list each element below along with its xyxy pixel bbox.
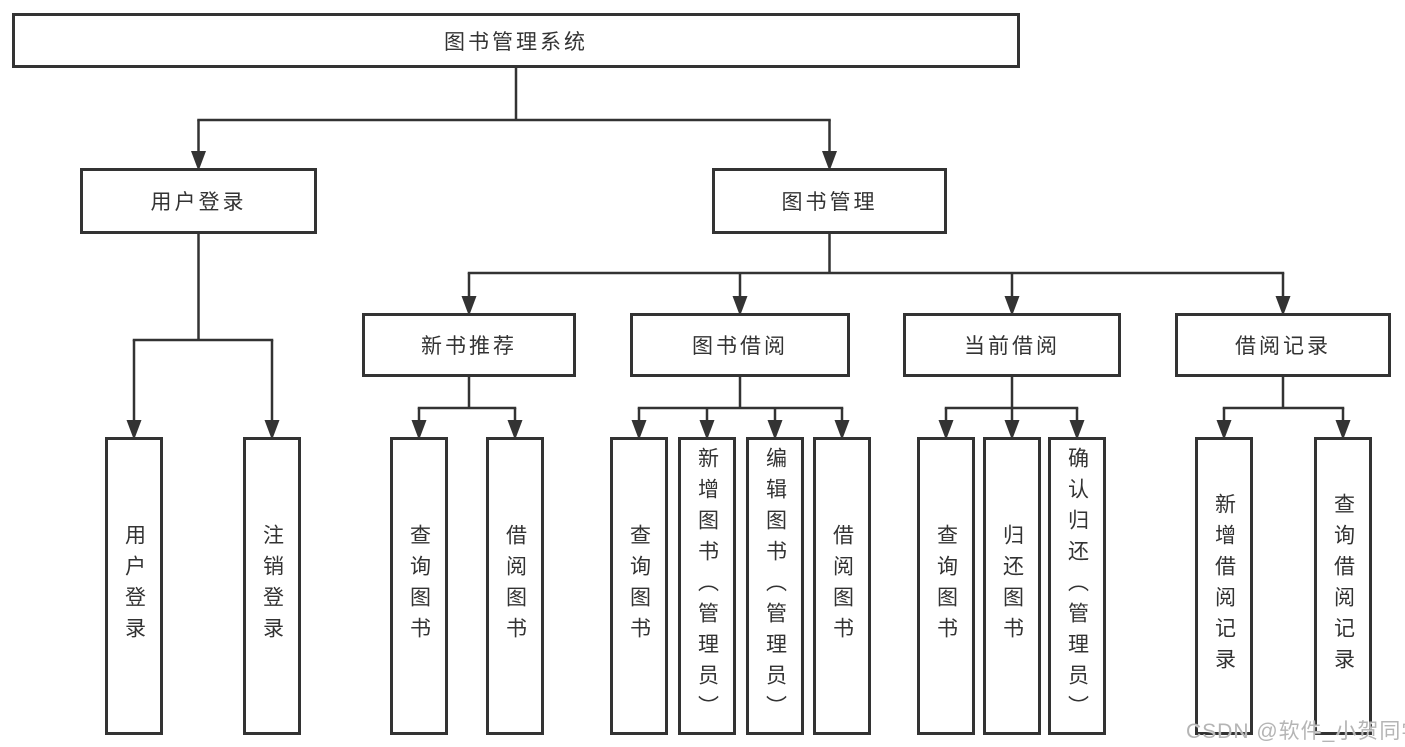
node-label: 图书管理系统 <box>444 30 588 54</box>
node-label: 借阅图书 <box>503 524 527 648</box>
node-current-borrowing: 当前借阅 <box>903 313 1121 377</box>
node-label: 归还图书 <box>1000 524 1024 648</box>
node-label: 新书推荐 <box>421 335 517 358</box>
node-book-borrowing: 图书借阅 <box>630 313 850 377</box>
node-new-book-recommend: 新书推荐 <box>362 313 576 377</box>
node-label: 用户登录 <box>150 191 247 214</box>
node-label: 查询借阅记录 <box>1331 493 1355 679</box>
node-library-management-system: 图书管理系统 <box>12 13 1020 68</box>
node-user-login-branch: 用户登录 <box>80 168 317 234</box>
node-label: 编辑图书（管理员） <box>763 446 787 726</box>
node-label: 借阅记录 <box>1235 335 1331 358</box>
node-leaf-borrow-books-1: 借阅图书 <box>486 437 544 735</box>
node-leaf-confirm-return-admin: 确认归还（管理员） <box>1048 437 1106 735</box>
node-label: 确认归还（管理员） <box>1065 446 1089 726</box>
node-leaf-logout: 注销登录 <box>243 437 301 735</box>
node-borrowing-records: 借阅记录 <box>1175 313 1391 377</box>
node-label: 新增借阅记录 <box>1212 493 1236 679</box>
node-label: 当前借阅 <box>964 335 1060 358</box>
node-label: 借阅图书 <box>830 524 854 648</box>
node-label: 新增图书（管理员） <box>695 446 719 726</box>
node-label: 注销登录 <box>260 524 284 648</box>
node-label: 查询图书 <box>627 524 651 648</box>
node-leaf-query-books-1: 查询图书 <box>390 437 448 735</box>
node-leaf-user-login: 用户登录 <box>105 437 163 735</box>
node-label: 查询图书 <box>934 524 958 648</box>
node-label: 用户登录 <box>122 524 146 648</box>
node-leaf-query-books-3: 查询图书 <box>917 437 975 735</box>
csdn-watermark: CSDN @软件_小贺同学 <box>1186 720 1405 743</box>
node-leaf-query-borrow-record: 查询借阅记录 <box>1314 437 1372 735</box>
node-leaf-edit-books-admin: 编辑图书（管理员） <box>746 437 804 735</box>
node-leaf-borrow-books-2: 借阅图书 <box>813 437 871 735</box>
node-leaf-return-books: 归还图书 <box>983 437 1041 735</box>
node-label: 图书借阅 <box>692 335 788 358</box>
node-leaf-add-borrow-record: 新增借阅记录 <box>1195 437 1253 735</box>
node-label: 图书管理 <box>781 191 878 214</box>
node-leaf-add-books-admin: 新增图书（管理员） <box>678 437 736 735</box>
node-leaf-query-books-2: 查询图书 <box>610 437 668 735</box>
node-label: 查询图书 <box>407 524 431 648</box>
node-book-management-branch: 图书管理 <box>712 168 947 234</box>
